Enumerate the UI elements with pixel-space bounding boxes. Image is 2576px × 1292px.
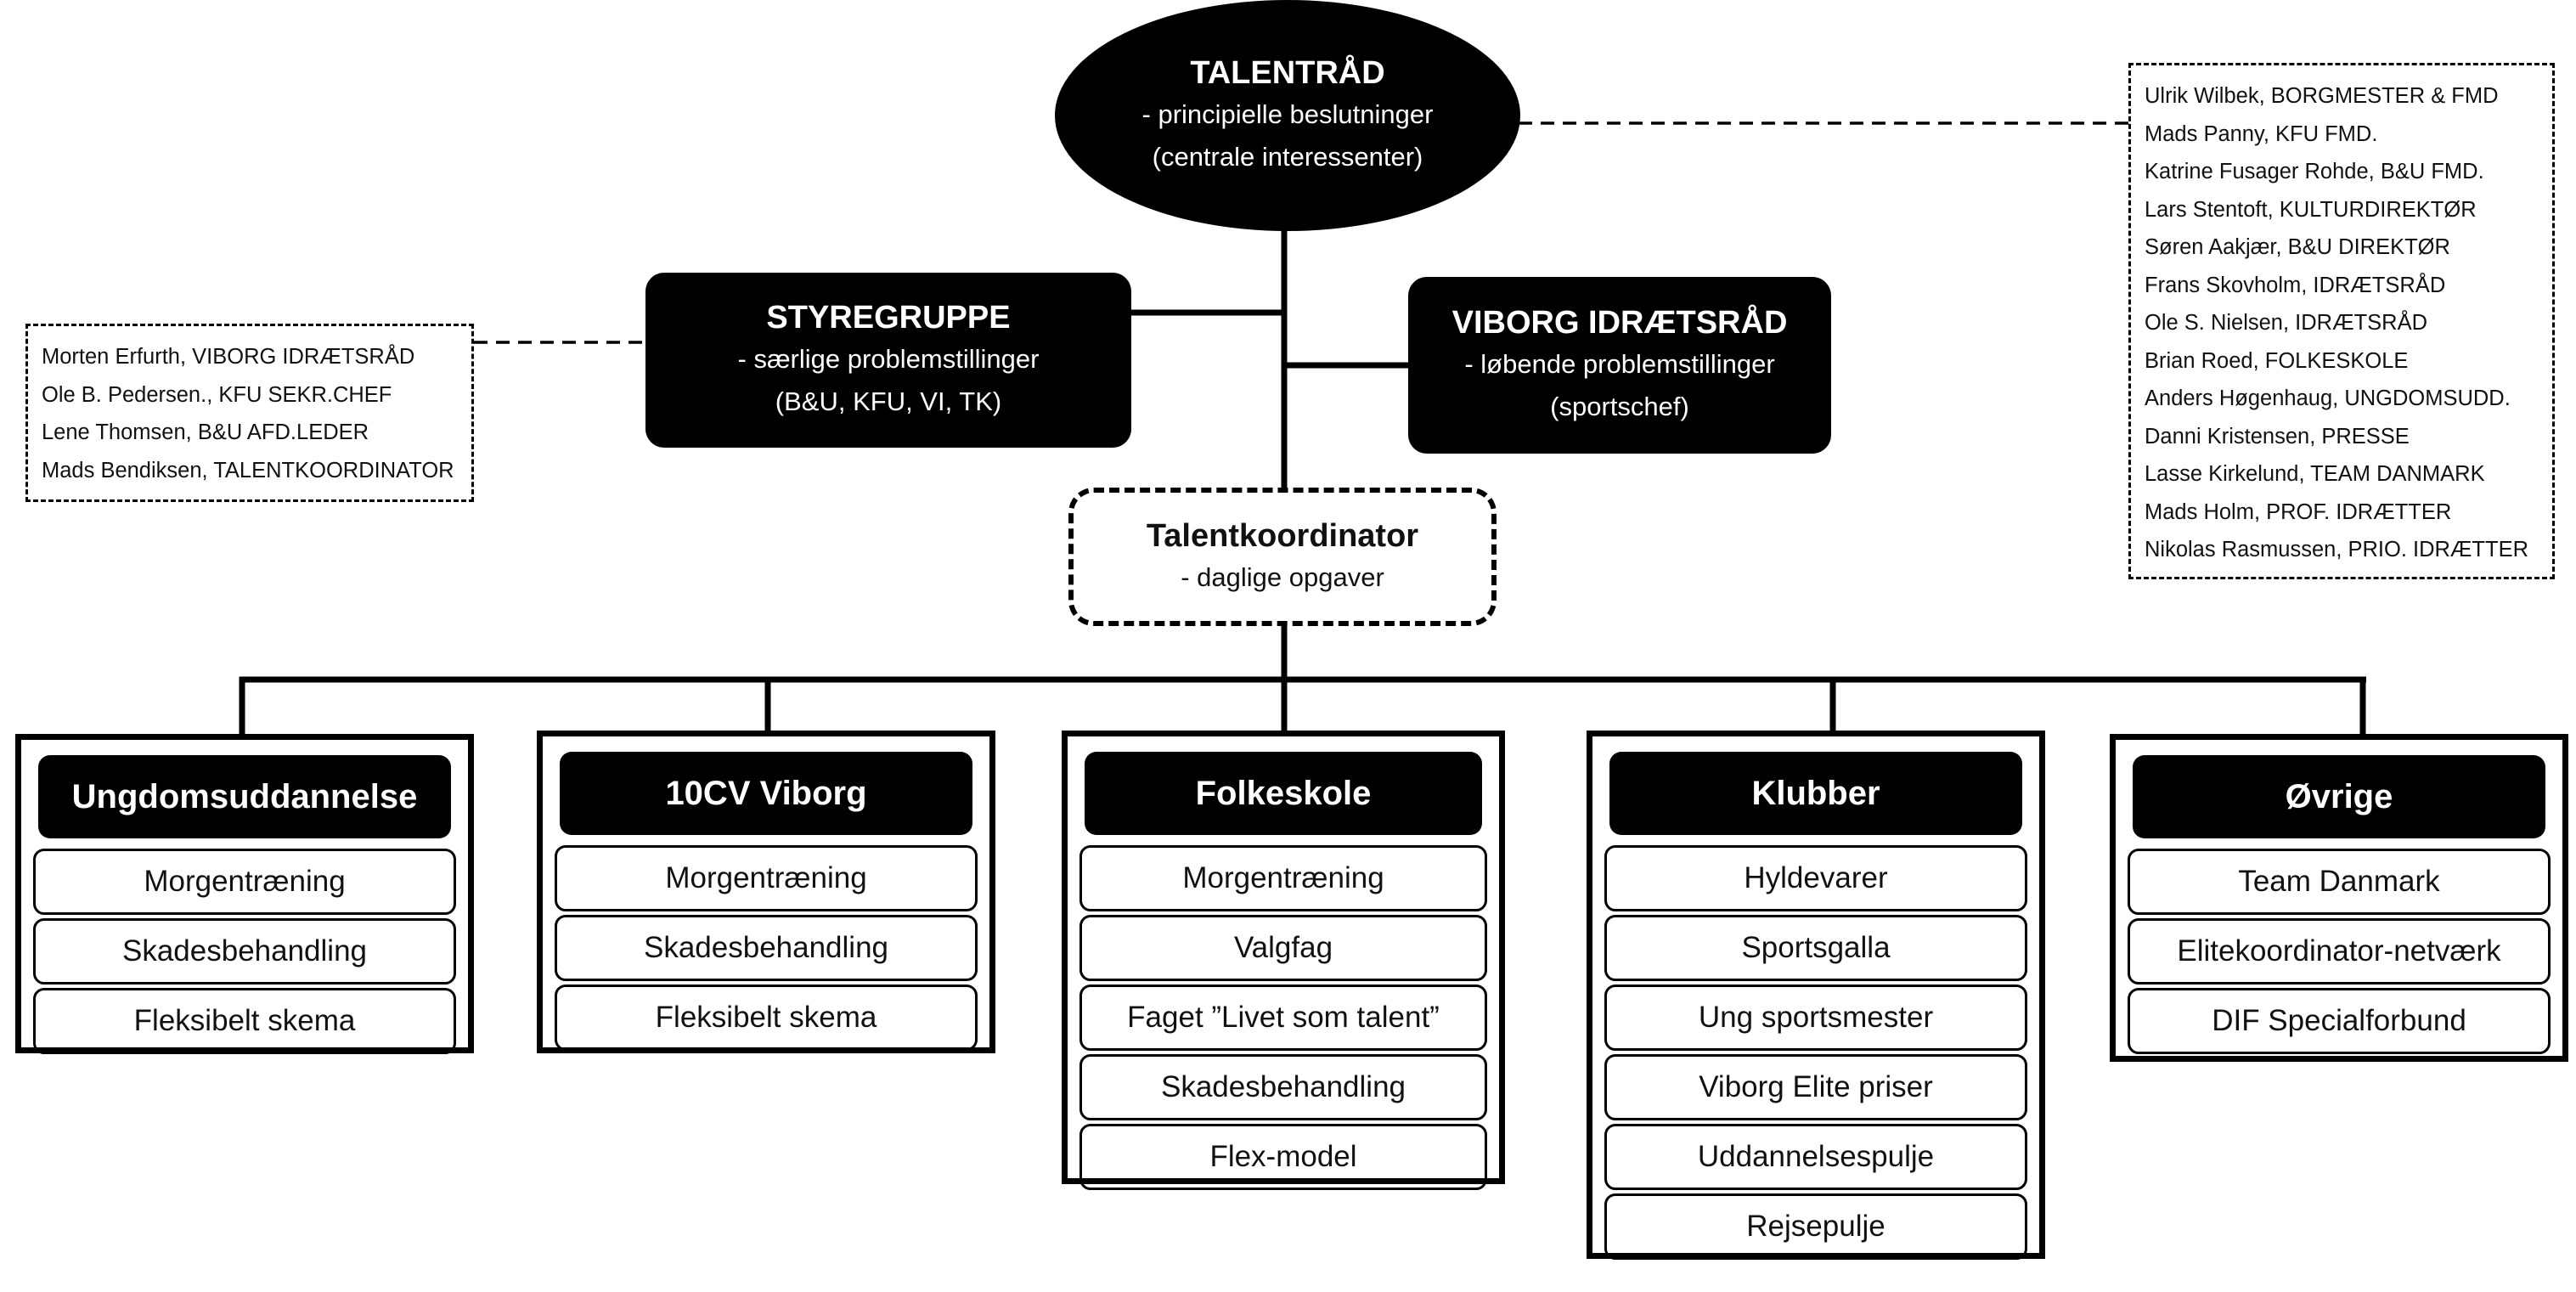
dept-item: Uddannelsespulje [1604,1124,2027,1190]
dept-item: DIF Specialforbund [2128,988,2551,1054]
dept-item: Ung sportsmester [1604,985,2027,1051]
koordinator-title: Talentkoordinator [1146,517,1419,554]
member-item: Mads Panny, KFU FMD. [2145,121,2378,146]
dept-title: Klubber [1609,752,2022,835]
dept-oevrige: Øvrige Team Danmark Elitekoordinator-net… [2110,734,2568,1062]
dept-item: Sportsgalla [1604,915,2027,981]
member-item: Nikolas Rasmussen, PRIO. IDRÆTTER [2145,538,2529,561]
dept-title: Øvrige [2133,755,2545,838]
member-item: Søren Aakjær, B&U DIREKTØR [2145,235,2450,259]
dept-item: Valgfag [1079,915,1487,981]
member-item: Mads Holm, PROF. IDRÆTTER [2145,499,2452,524]
member-item: Ole B. Pedersen., KFU SEKR.CHEF [42,382,392,407]
dept-item: Fleksibelt skema [555,985,978,1051]
member-item: Morten Erfurth, VIBORG IDRÆTSRÅD [42,345,415,369]
styregruppe-title: STYREGRUPPE [766,300,1011,336]
dept-item: Rejsepulje [1604,1193,2027,1260]
dept-item: Morgentræning [555,845,978,911]
member-item: Mads Bendiksen, TALENTKOORDINATOR [42,458,454,482]
dept-10cv-viborg: 10CV Viborg Morgentræning Skadesbehandli… [537,731,995,1053]
member-item: Lars Stentoft, KULTURDIREKTØR [2145,197,2477,222]
dept-item: Morgentræning [33,849,456,915]
member-item: Lasse Kirkelund, TEAM DANMARK [2145,462,2485,486]
talentraad-title: TALENTRÅD [1190,55,1385,91]
dept-folkeskole: Folkeskole Morgentræning Valgfag Faget ”… [1062,731,1505,1190]
dept-title: 10CV Viborg [560,752,972,835]
talentraad-members-list: Ulrik Wilbek, BORGMESTER & FMD Mads Pann… [2128,63,2555,579]
dept-klubber: Klubber Hyldevarer Sportsgalla Ung sport… [1587,731,2045,1260]
member-item: Ole S. Nielsen, IDRÆTSRÅD [2145,311,2427,335]
member-item: Danni Kristensen, PRESSE [2145,424,2410,449]
dept-item: Team Danmark [2128,849,2551,915]
talentraad-node: TALENTRÅD - principielle beslutninger (c… [1055,0,1520,231]
dept-item: Flex-model [1079,1124,1487,1190]
dept-title: Folkeskole [1085,752,1482,835]
talentraad-line2: (centrale interessenter) [1152,142,1423,172]
dept-ungdomsuddannelse: Ungdomsuddannelse Morgentræning Skadesbe… [15,734,474,1054]
member-item: Brian Roed, FOLKESKOLE [2145,348,2409,373]
talentraad-line1: - principielle beslutninger [1141,99,1434,129]
member-item: Ulrik Wilbek, BORGMESTER & FMD [2145,84,2499,108]
idraetsraad-line2: (sportschef) [1550,392,1689,421]
dept-item: Morgentræning [1079,845,1487,911]
koordinator-line1: - daglige opgaver [1181,561,1384,592]
idraetsraad-node: VIBORG IDRÆTSRÅD - løbende problemstilli… [1408,277,1831,454]
member-item: Lene Thomsen, B&U AFD.LEDER [42,420,369,444]
dept-item: Viborg Elite priser [1604,1054,2027,1120]
idraetsraad-title: VIBORG IDRÆTSRÅD [1451,305,1788,341]
styregruppe-members-list: Morten Erfurth, VIBORG IDRÆTSRÅD Ole B. … [25,324,474,502]
dept-item: Faget ”Livet som talent” [1079,985,1487,1051]
idraetsraad-line1: - løbende problemstillinger [1464,349,1775,379]
dept-item: Elitekoordinator-netværk [2128,918,2551,985]
dept-item: Hyldevarer [1604,845,2027,911]
dept-title: Ungdomsuddannelse [38,755,451,838]
dept-item: Skadesbehandling [33,918,456,985]
styregruppe-line2: (B&U, KFU, VI, TK) [775,386,1002,416]
styregruppe-line1: - særlige problemstillinger [737,344,1040,374]
dept-item: Fleksibelt skema [33,988,456,1054]
styregruppe-node: STYREGRUPPE - særlige problemstillinger … [645,273,1131,448]
member-item: Frans Skovholm, IDRÆTSRÅD [2145,273,2446,297]
member-item: Anders Høgenhaug, UNGDOMSUDD. [2145,386,2511,410]
member-item: Katrine Fusager Rohde, B&U FMD. [2145,160,2484,183]
dept-item: Skadesbehandling [555,915,978,981]
dept-item: Skadesbehandling [1079,1054,1487,1120]
koordinator-node: Talentkoordinator - daglige opgaver [1068,488,1497,626]
